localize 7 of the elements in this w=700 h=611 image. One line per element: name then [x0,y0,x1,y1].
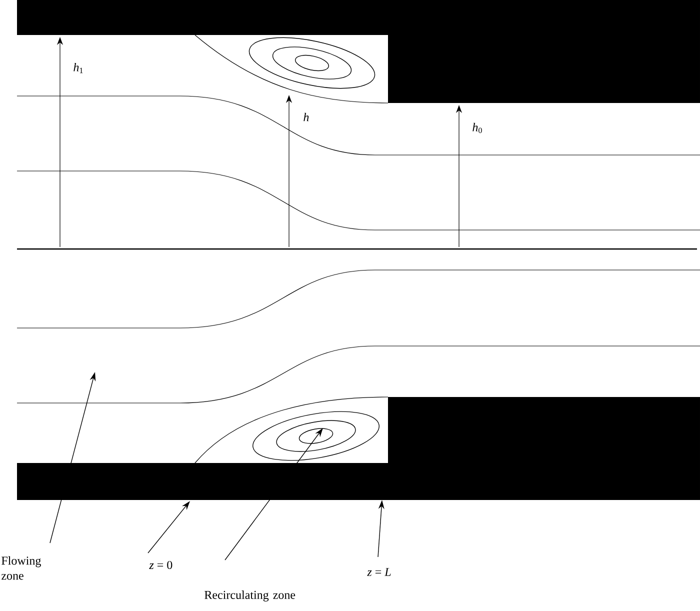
annotation-text: Flowing zone [2,556,41,580]
dimension-label: h$_{1}$ [74,62,83,74]
dimension-label: h$_{0}$ [472,122,482,134]
dimension-label: h [304,112,309,122]
annotation-text: Recirculating zone [204,590,296,602]
annotation-text: z = L [367,568,391,576]
annotation-text: z = 0 [149,560,172,570]
